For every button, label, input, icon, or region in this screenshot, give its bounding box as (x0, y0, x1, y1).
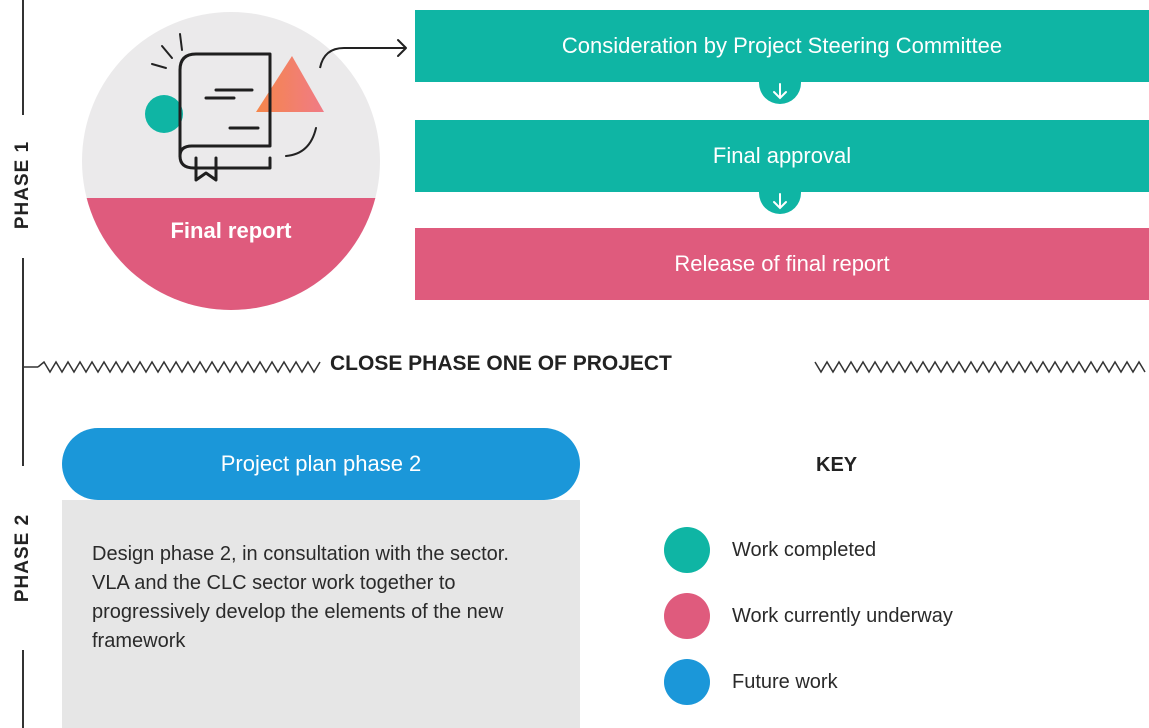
phase-2-description-panel (62, 500, 580, 728)
phase-rail-top (22, 0, 24, 115)
flow-step-release-final-report: Release of final report (415, 228, 1149, 300)
key-label-future: Future work (732, 670, 838, 693)
flow-step-1-text: Consideration by Project Steering Commit… (561, 33, 1003, 58)
flow-step-final-approval: Final approval (415, 120, 1149, 192)
report-book-icon (145, 33, 324, 182)
arrow-down-icon (773, 83, 787, 100)
final-report-band (82, 198, 380, 310)
key-item-completed: Work completed (664, 527, 876, 573)
key-dot-completed (664, 527, 710, 573)
triangle-shape-icon (256, 56, 324, 112)
flow-notch-1 (759, 82, 801, 104)
zigzag-left-icon (24, 360, 321, 374)
key-label-underway: Work currently underway (732, 604, 953, 627)
key-item-underway: Work currently underway (664, 593, 953, 639)
teal-dot-icon (145, 95, 183, 133)
phase-2-label: PHASE 2 (12, 505, 34, 611)
phase-rail-bottom (22, 650, 24, 728)
phase-rail-mid (22, 258, 24, 466)
close-phase-one-label: CLOSE PHASE ONE OF PROJECT (330, 352, 672, 375)
zigzag-right-icon (814, 360, 1146, 374)
key-dot-underway (664, 593, 710, 639)
final-report-circle: Final report (82, 12, 380, 310)
flow-notch-2 (759, 192, 801, 214)
flow-step-steering-committee: Consideration by Project Steering Commit… (415, 10, 1149, 82)
project-plan-phase-2-pill: Project plan phase 2 (62, 428, 580, 500)
key-item-future: Future work (664, 659, 838, 705)
connector-arrow-icon (319, 39, 407, 69)
key-label-completed: Work completed (732, 538, 877, 561)
key-title: KEY (816, 454, 858, 476)
arrow-down-icon (773, 193, 787, 210)
project-plan-phase-2-title: Project plan phase 2 (220, 451, 422, 476)
flow-step-3-text: Release of final report (674, 251, 890, 276)
phase-1-label: PHASE 1 (12, 132, 34, 238)
flow-step-2-text: Final approval (712, 143, 852, 168)
phase-2-description: Design phase 2, in consultation with the… (92, 543, 509, 652)
final-report-label: Final report (170, 218, 292, 243)
key-dot-future (664, 659, 710, 705)
